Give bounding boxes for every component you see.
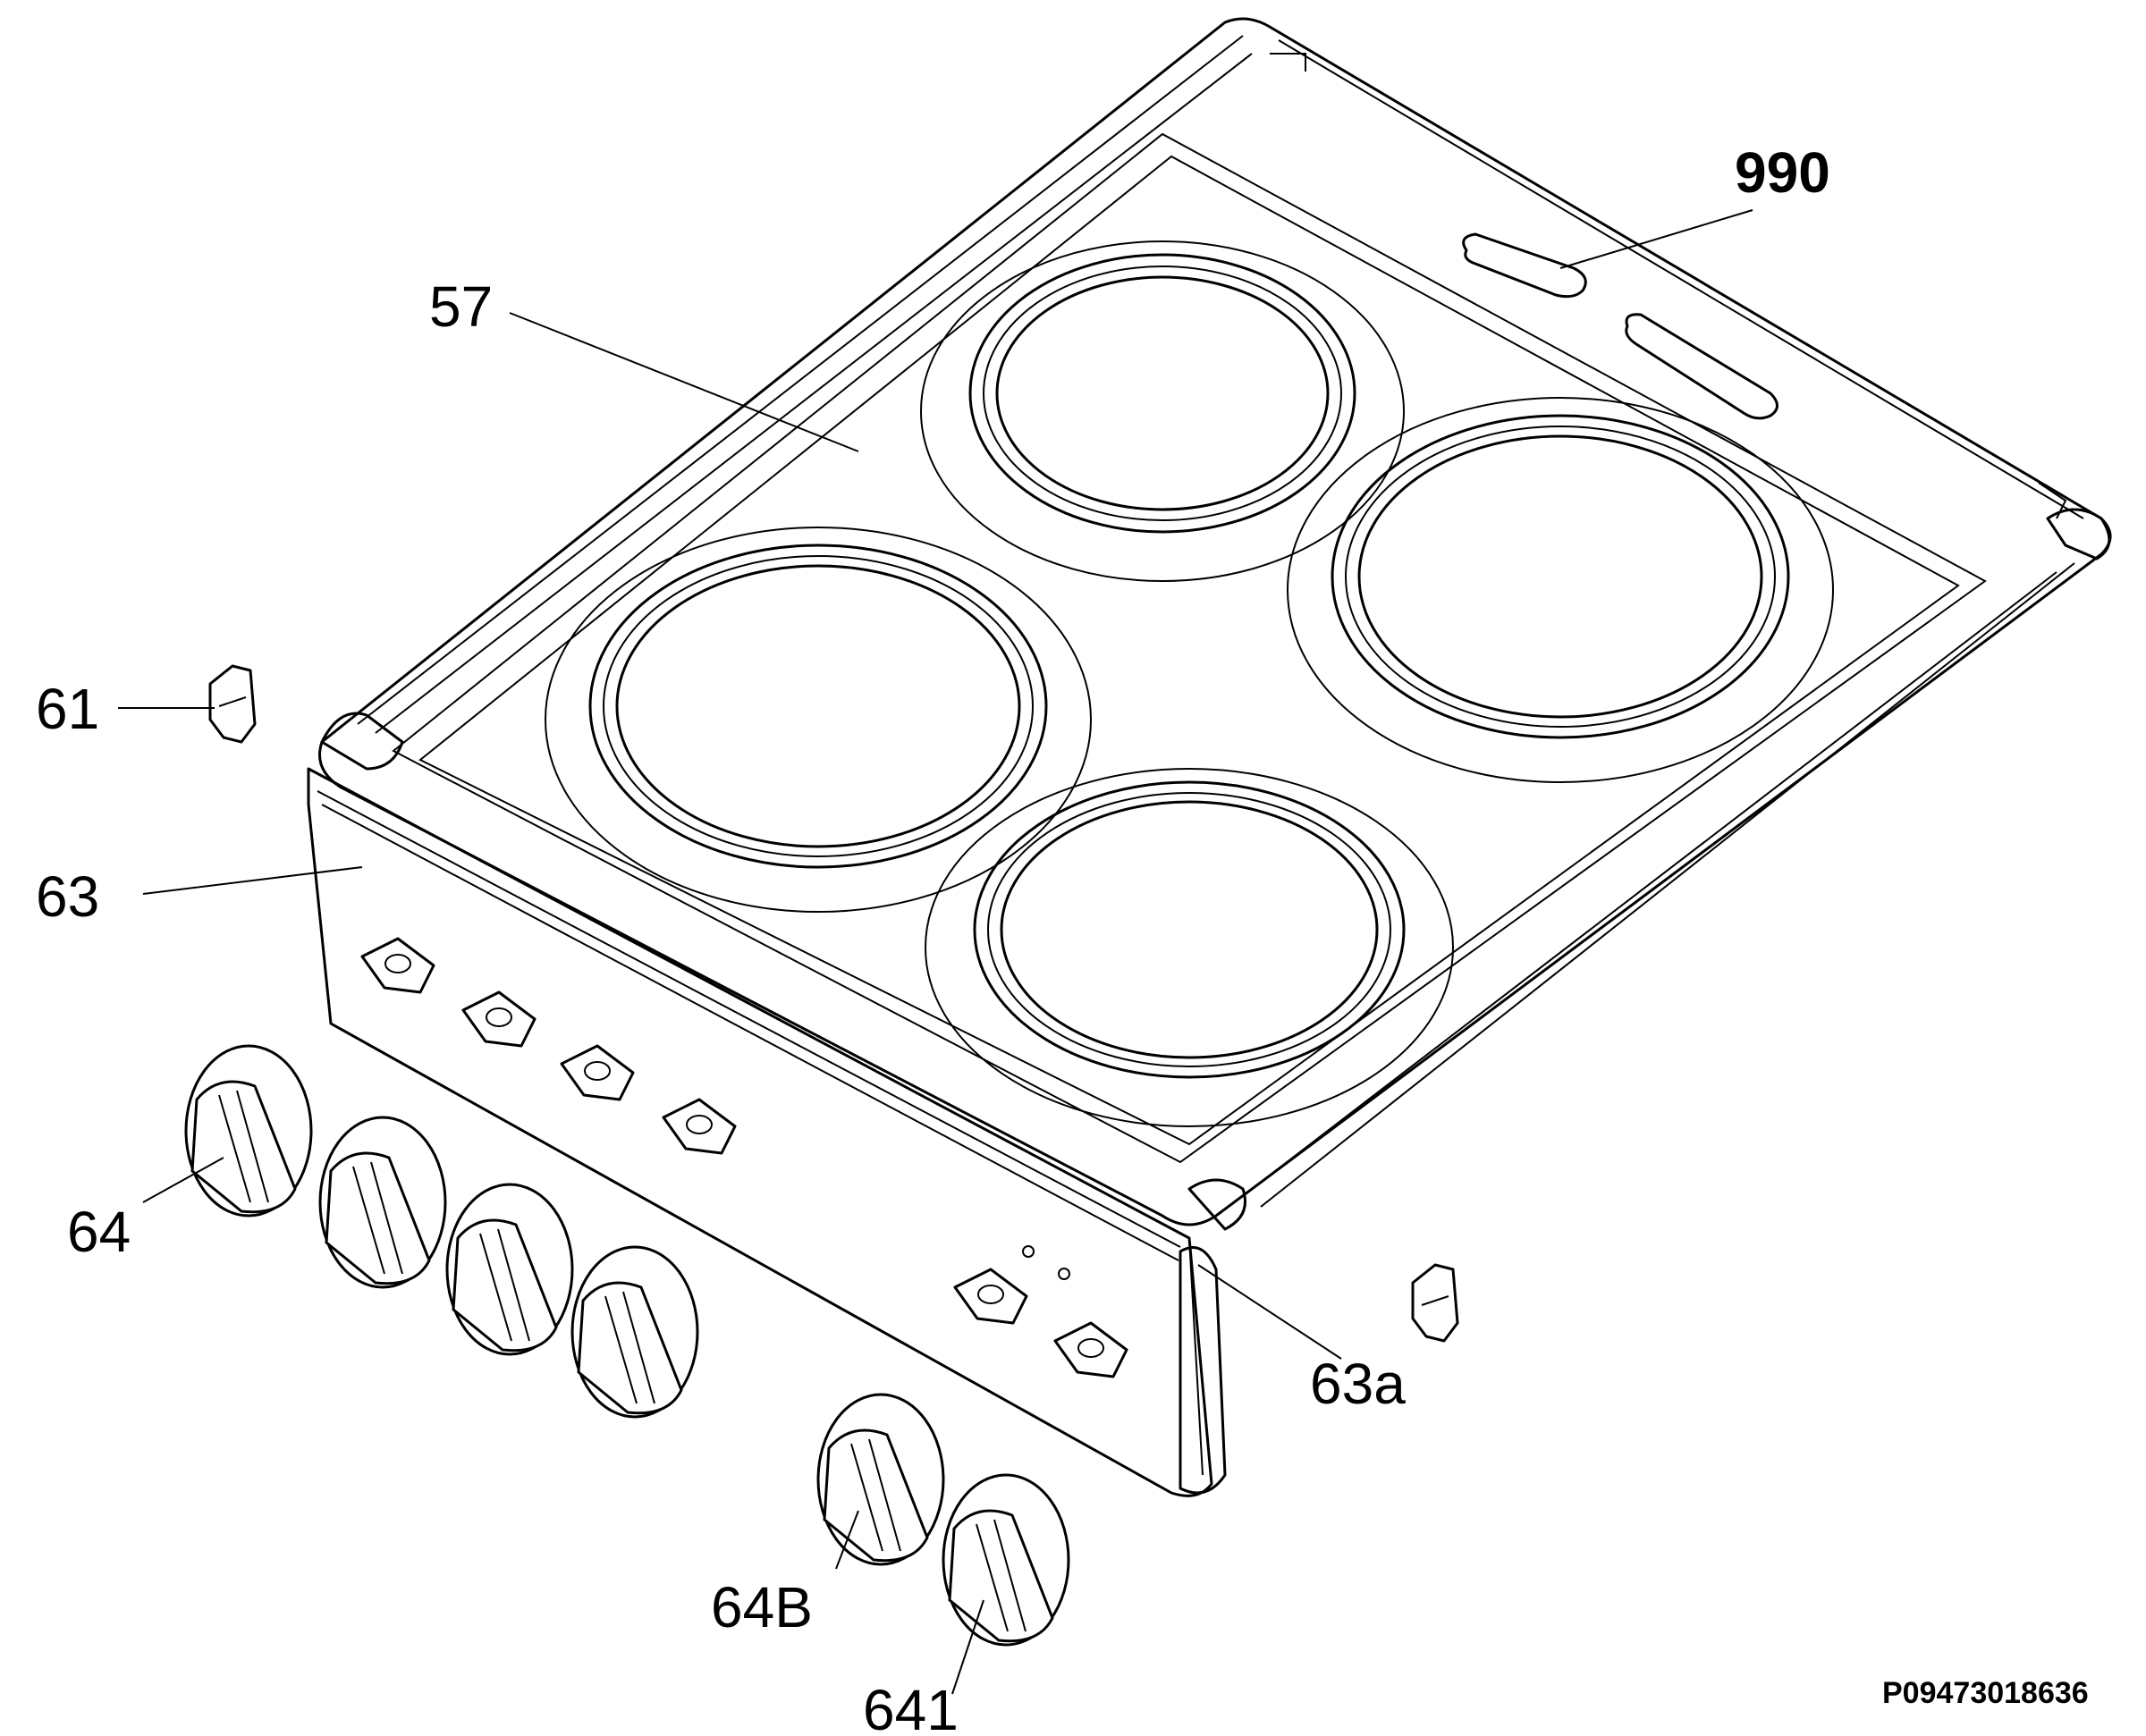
switch-4 [662, 1098, 737, 1155]
label-57: 57 [429, 274, 493, 339]
hotplate-rear-left [920, 240, 1405, 582]
hotplate-front-right [925, 768, 1454, 1127]
knob-2 [318, 1116, 447, 1289]
label-63a: 63a [1310, 1352, 1406, 1416]
label-61: 61 [36, 677, 99, 741]
hotplate-front-left [545, 527, 1092, 913]
knob-5 [816, 1393, 945, 1566]
label-990: 990 [1735, 140, 1830, 205]
knob-4 [570, 1245, 699, 1419]
label-64b: 64B [711, 1575, 813, 1639]
label-63: 63 [36, 864, 99, 929]
knob-1 [184, 1044, 313, 1218]
hotplate-rear-right [1287, 397, 1834, 783]
switch-1 [360, 937, 435, 994]
indicator-lamp-2 [1058, 1268, 1070, 1280]
switch-2 [461, 990, 536, 1048]
diagram-code: P09473018636 [1882, 1676, 2089, 1710]
leader-lines [118, 209, 1753, 1695]
clip-left [208, 664, 257, 744]
switch-3 [560, 1044, 635, 1101]
indicator-lamp-1 [1022, 1245, 1035, 1258]
label-641: 641 [863, 1678, 959, 1736]
knob-6 [942, 1473, 1070, 1647]
clip-right [1411, 1263, 1459, 1343]
switch-5 [953, 1268, 1028, 1325]
knob-3 [445, 1183, 574, 1356]
hob-top [318, 17, 2112, 1231]
switch-6 [1053, 1321, 1128, 1378]
label-64: 64 [67, 1200, 131, 1264]
control-panel [307, 767, 1227, 1497]
